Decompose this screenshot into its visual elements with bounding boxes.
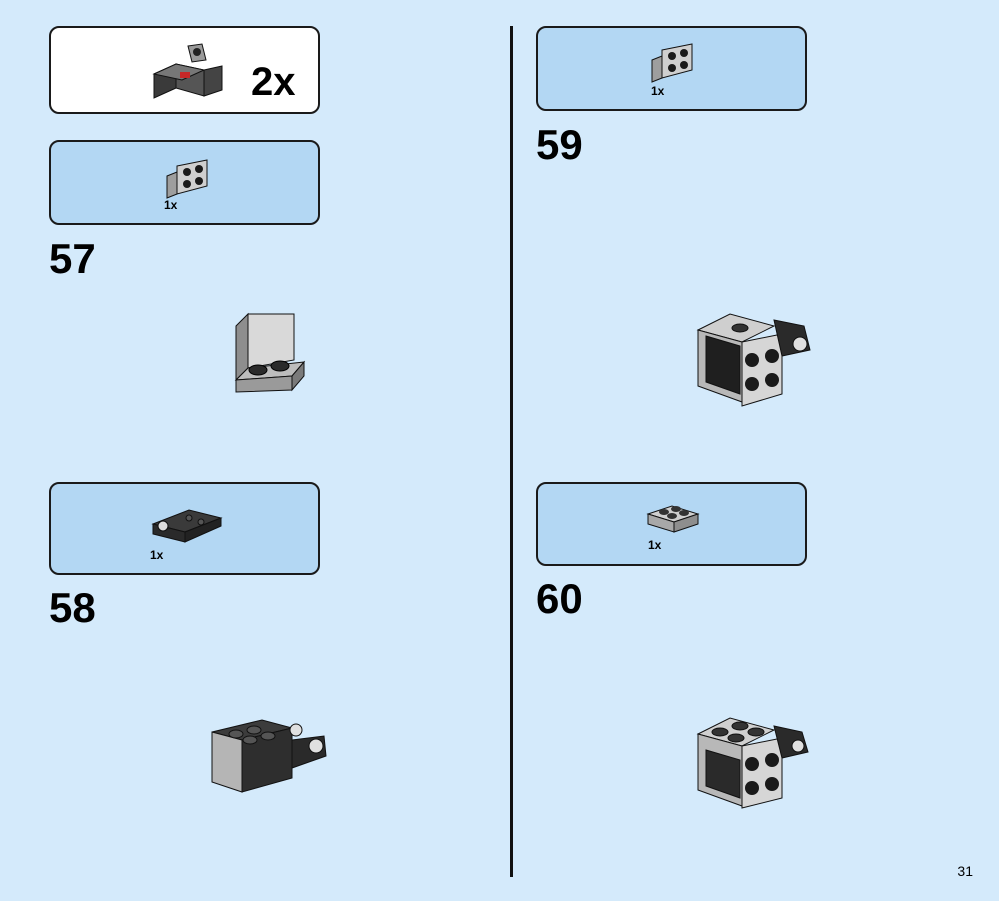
step-number: 57 [49,235,96,282]
step-58-parts-box: 1x [49,482,320,575]
part-qty: 1x [164,198,178,212]
bracket-1x2-2x2-part-icon [166,159,208,199]
column-divider [510,26,513,877]
step-57-parts-box: 1x [49,140,320,225]
part-qty: 1x [150,548,164,562]
step-59-model-icon [696,313,811,407]
step-60-model-icon [696,717,809,809]
subassembly-box: 2x [49,26,320,114]
plate-2x2-part-icon [646,505,700,533]
step-60-parts-box: 1x [536,482,807,566]
part-qty: 1x [651,84,665,98]
step-59-parts-box: 1x [536,26,807,111]
step-number: 58 [49,584,96,631]
subassembly-multiplier: 2x [251,60,296,104]
step-57-model-icon [234,312,306,393]
page-number: 31 [957,863,973,879]
step-number: 60 [536,575,583,622]
part-qty: 1x [648,538,662,552]
bracket-1x2-2x2-part-icon [651,43,693,83]
step-58-model-icon [211,719,327,793]
subassembly-preview-icon [152,43,223,99]
clip-plate-part-icon [151,509,223,543]
step-number: 59 [536,121,583,168]
